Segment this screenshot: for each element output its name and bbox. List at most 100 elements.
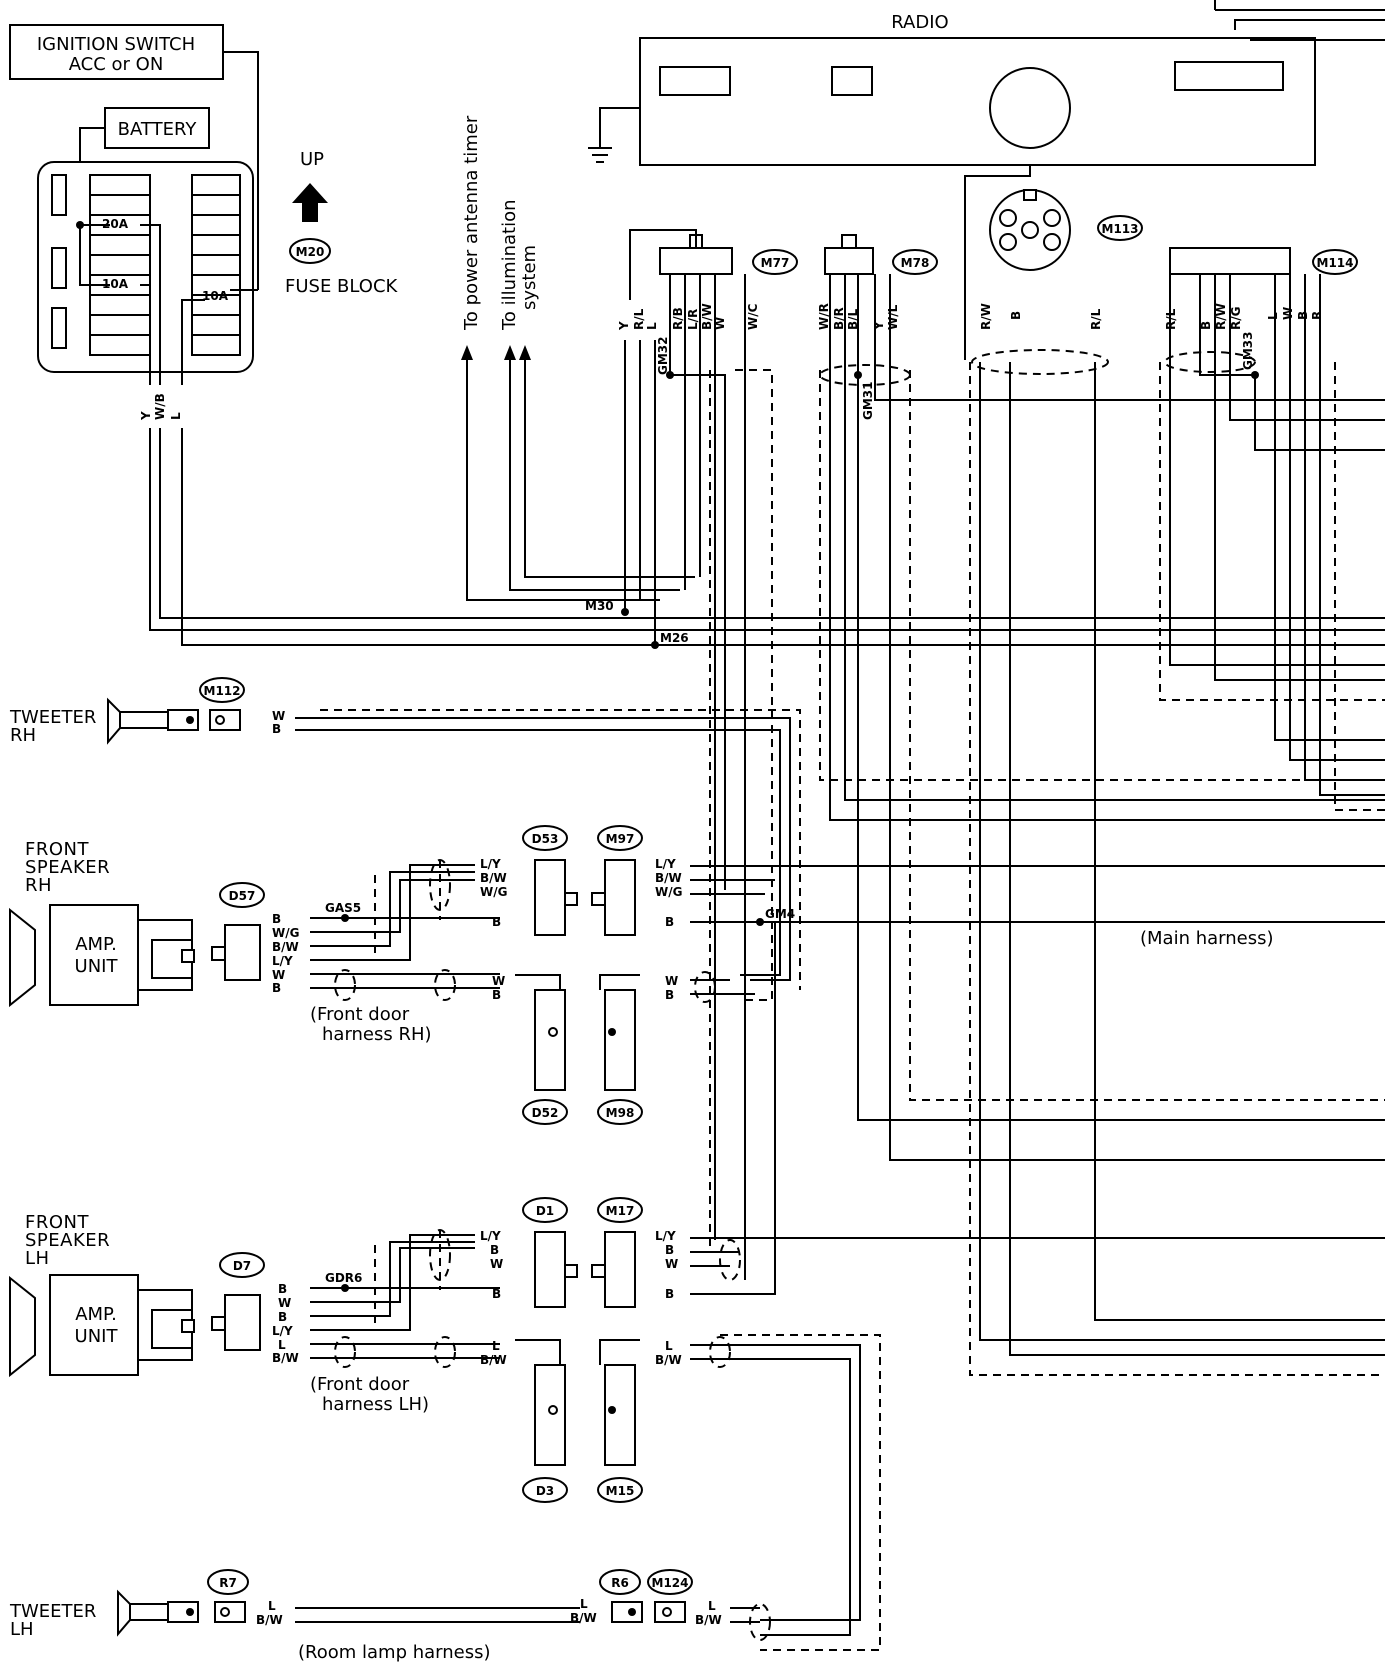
svg-text:B: B <box>665 1287 674 1301</box>
svg-text:W: W <box>713 317 727 330</box>
svg-text:B: B <box>492 915 501 929</box>
front-door-rh-note: (Front door <box>310 1004 410 1025</box>
svg-text:B/L: B/L <box>846 308 860 330</box>
svg-text:D57: D57 <box>229 889 256 903</box>
svg-text:W: W <box>278 1296 291 1310</box>
svg-text:D52: D52 <box>532 1106 559 1120</box>
svg-text:UP: UP <box>300 149 324 170</box>
svg-text:D3: D3 <box>536 1484 554 1498</box>
svg-text:L: L <box>1266 312 1280 320</box>
svg-text:W/R: W/R <box>817 303 831 330</box>
tweeter-rh: TWEETER RH <box>9 697 241 746</box>
connector-m77: M77 <box>659 234 798 275</box>
svg-text:M98: M98 <box>606 1106 635 1120</box>
connector-d7: D7 <box>211 1252 265 1351</box>
svg-text:W: W <box>492 974 505 988</box>
svg-text:UNIT: UNIT <box>75 1326 119 1347</box>
main-harness-note: (Main harness) <box>1140 928 1274 949</box>
svg-text:UNIT: UNIT <box>75 956 119 977</box>
tweeter-lh: TWEETER LH <box>9 1589 246 1640</box>
svg-text:B: B <box>272 912 281 926</box>
connector-d1: D1 <box>522 1197 578 1308</box>
room-lamp-note: (Room lamp harness) <box>298 1642 491 1663</box>
svg-text:B: B <box>278 1310 287 1324</box>
svg-text:B/W: B/W <box>480 871 507 885</box>
svg-text:R/W: R/W <box>1214 303 1228 330</box>
svg-text:W: W <box>272 709 285 723</box>
svg-text:R6: R6 <box>611 1576 629 1590</box>
junction-gm33: GM33 <box>1241 332 1255 371</box>
svg-text:L/Y: L/Y <box>655 1229 676 1243</box>
svg-text:ACC or ON: ACC or ON <box>69 54 164 75</box>
svg-text:W/B: W/B <box>153 393 167 420</box>
connector-m114: M114 <box>1169 247 1358 275</box>
junction-m30: M30 <box>585 599 614 613</box>
connector-d3: D3 <box>522 1364 568 1503</box>
svg-text:R/L: R/L <box>1089 308 1103 330</box>
svg-text:B: B <box>278 1282 287 1296</box>
svg-text:LH: LH <box>25 1248 50 1269</box>
svg-text:D1: D1 <box>536 1204 554 1218</box>
svg-text:W/G: W/G <box>272 926 299 940</box>
connector-m113: M113 <box>1097 215 1143 241</box>
svg-text:B: B <box>492 1287 501 1301</box>
svg-text:B: B <box>1199 321 1213 330</box>
junction-gas5: GAS5 <box>325 901 361 915</box>
svg-text:D7: D7 <box>233 1259 251 1273</box>
svg-text:B: B <box>665 915 674 929</box>
connector-r6: R6 <box>599 1569 643 1623</box>
power-antenna-note: To power antenna timer <box>461 115 482 331</box>
connector-m113-plug <box>989 189 1071 271</box>
svg-text:system: system <box>519 245 540 310</box>
svg-text:R/B: R/B <box>671 307 685 330</box>
svg-text:R/G: R/G <box>1229 307 1243 330</box>
svg-text:B/W: B/W <box>570 1611 597 1625</box>
front-speaker-lh: FRONT SPEAKER LH AMP. UNIT <box>9 1212 195 1378</box>
svg-text:L: L <box>268 1599 276 1613</box>
svg-text:W: W <box>272 968 285 982</box>
svg-text:B/W: B/W <box>256 1613 283 1627</box>
svg-text:20A: 20A <box>102 217 129 231</box>
svg-text:L/R: L/R <box>686 309 700 330</box>
junction-gm32: GM32 <box>656 337 670 376</box>
svg-text:L: L <box>169 412 183 420</box>
svg-text:W/G: W/G <box>655 885 682 899</box>
connector-m112: M112 <box>199 677 245 703</box>
svg-text:LH: LH <box>10 1619 34 1640</box>
svg-text:W/C: W/C <box>746 303 760 330</box>
svg-text:L: L <box>278 1338 286 1352</box>
connector-m124: M124 <box>647 1569 693 1623</box>
junction-m26: M26 <box>660 631 689 645</box>
svg-text:L/Y: L/Y <box>480 857 501 871</box>
svg-text:Y: Y <box>139 411 153 421</box>
svg-text:D53: D53 <box>532 832 559 846</box>
svg-text:B/W: B/W <box>272 940 299 954</box>
svg-text:L: L <box>708 1599 716 1613</box>
svg-text:M114: M114 <box>1317 256 1354 270</box>
junction-gm31: GM31 <box>861 382 875 421</box>
svg-text:M78: M78 <box>901 256 930 270</box>
svg-text:L: L <box>665 1339 673 1353</box>
svg-text:Y: Y <box>617 321 631 331</box>
svg-text:W: W <box>1281 307 1295 320</box>
svg-text:RH: RH <box>25 875 52 896</box>
svg-text:B: B <box>665 988 674 1002</box>
svg-text:L: L <box>492 1339 500 1353</box>
junction-gm4: GM4 <box>765 907 795 921</box>
svg-text:Y: Y <box>872 321 886 331</box>
svg-text:SPEAKER: SPEAKER <box>25 1230 110 1251</box>
svg-text:B/W: B/W <box>700 303 714 330</box>
svg-text:10A: 10A <box>102 277 129 291</box>
radio: RADIO <box>639 12 1316 166</box>
connector-m15: M15 <box>597 1364 643 1503</box>
svg-text:L: L <box>580 1597 588 1611</box>
svg-text:L/Y: L/Y <box>480 1229 501 1243</box>
junction-gdr6: GDR6 <box>325 1271 362 1285</box>
svg-text:M124: M124 <box>652 1576 689 1590</box>
svg-text:B/W: B/W <box>480 1353 507 1367</box>
svg-text:B: B <box>1009 311 1023 320</box>
connector-m17: M17 <box>591 1197 643 1308</box>
svg-text:FRONT: FRONT <box>25 1212 89 1233</box>
svg-text:B: B <box>492 988 501 1002</box>
